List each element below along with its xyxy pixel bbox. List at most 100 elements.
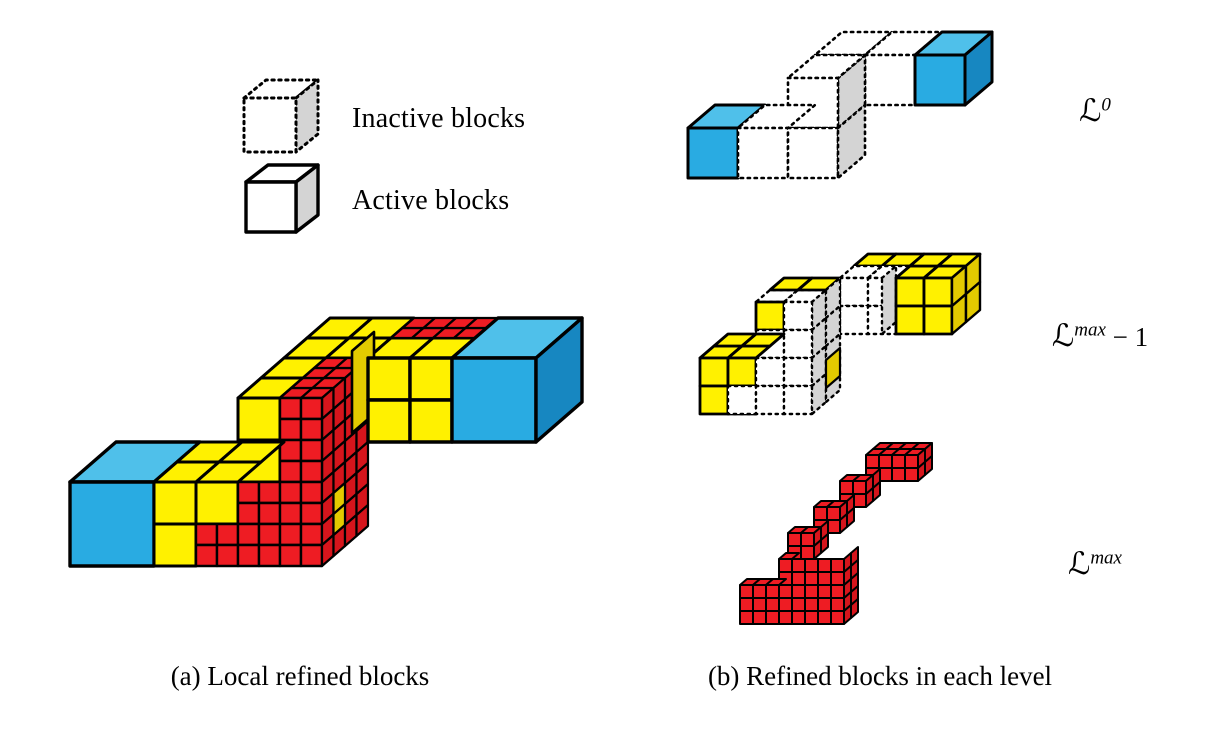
levelmax-1-rest: − 1 (1105, 322, 1149, 352)
figure-b-level0-bottom-front-dotted (736, 126, 840, 180)
figure-a-local-refined-blocks-bottom-front-red-big-cell (257, 543, 282, 568)
figure-b-levelmax-notch-front-cell (752, 597, 767, 612)
figure-b-level0-toparm-side-blue (963, 30, 994, 107)
figure-a-local-refined-blocks-bottom-front-red-big-cell (236, 543, 261, 568)
figure-b-levelmax-slab-front-cell (817, 558, 832, 573)
figure-b-level0-bottom-side-gray-cell (836, 103, 867, 180)
figure-a-local-refined-blocks-bottom-front-red-big-cell (299, 480, 324, 505)
figure-b-levelmax-1-toparm-front-yellow-cell (894, 276, 926, 308)
figure-a-local-refined-blocks-toparm-front-yellow (366, 356, 454, 444)
figure-a-local-refined-blocks-bottom-front-red-big-cell (257, 522, 282, 547)
figure-b-levelmax-step5-side (917, 442, 933, 482)
figure-a-local-refined-blocks-bottom-front-yellow-col (152, 480, 198, 568)
figure-b-levelmax-1-toparm-side-gray-sliver (880, 264, 898, 336)
figure-a-local-refined-blocks-bottom-front-red-small (194, 522, 240, 568)
figure-b-levelmax-slab-front-cell (817, 597, 832, 612)
caption-a: (a) Local refined blocks (170, 661, 430, 691)
figure-b-levelmax-slab-front-cell (791, 597, 806, 612)
figure-a-local-refined-blocks-bottom-front-yellow-one-cell (194, 480, 240, 526)
figure-a-local-refined-blocks-bottom-front-red-big-cell (236, 522, 261, 547)
figure-a-local-refined-blocks-toparm-side-blue-cell (534, 316, 584, 444)
legend-active-label: Active blocks (352, 185, 510, 216)
figure-b-levelmax-step3-side (839, 494, 855, 534)
figure-b-levelmax-1-bottom-front-dotted-cell-cell (726, 384, 758, 416)
figure-b-levelmax-step3-front-cell (813, 506, 828, 521)
figure-b-levelmax-step5-front-cell (878, 454, 893, 469)
figure-a-local-refined-blocks-bottom-front-red-big-cell (236, 480, 261, 505)
figure-b-levelmax-1-toparm-front-yellow-cell (922, 276, 954, 308)
figure-b-levelmax-1-bottom-side-gray-cell (810, 372, 828, 416)
figure-a-local-refined-blocks-tower-front-red-cell (299, 417, 324, 442)
figure-a-local-refined-blocks-bottom-front-yellow-col-cell (152, 480, 198, 526)
figure-b-levelmax-1-tower-front-yellow-cell-cell (754, 300, 786, 332)
figure-a-local-refined-blocks-bottom-front-red-big-cell (299, 501, 324, 526)
figure-b-levelmax-1-bottom-side-yellow-cell (824, 346, 842, 390)
figure-a-local-refined-blocks-bottom-front-red-big-cell (278, 501, 303, 526)
figure-b-levelmax-slab-front-cell (817, 584, 832, 599)
legend-inactive-cube-front (242, 96, 298, 154)
figure-b-levelmax-slab-front-cell (778, 610, 793, 625)
figure-a-local-refined-blocks-tower-front-red-cell (299, 459, 324, 484)
figure-b-levelmax-1-bottom-front-dotted-cell (754, 356, 786, 388)
figure-b-levelmax-step5-front-cell (891, 454, 906, 469)
figure-b-level0-bottom-side-gray (836, 103, 867, 180)
figure-b-levelmax-1-toparm-front-yellow-cell (894, 304, 926, 336)
figure-b-levelmax-slab-front-cell (791, 610, 806, 625)
figure-a-local-refined-blocks-bottom-side-red-cell (355, 503, 370, 538)
figure-b-levelmax-slab-side-cell (850, 598, 859, 619)
figure-b-levelmax-slab-front-cell (804, 558, 819, 573)
figure-a-local-refined-blocks-bottom-front-red-small-cell (215, 543, 240, 568)
figure-b-level0 (686, 30, 994, 180)
figure-a-local-refined-blocks-bottom-front-yellow-col-cell (152, 522, 198, 568)
legend-inactive-cube (242, 78, 320, 154)
legend-active-cube-front-cell (244, 180, 298, 234)
figure-b-levelmax-slab-front-cell (791, 584, 806, 599)
figure-b-level0-bottom-front-dotted-cell (786, 126, 840, 180)
legend-active-cube (244, 163, 320, 234)
figure-a-local-refined-blocks-tower-front-red-cell (299, 396, 324, 421)
legend-inactive-cube-front-cell (242, 96, 298, 154)
figure-b-level0-toparm-side-blue-cell (963, 30, 994, 107)
figure-b-levelmax-step5-front-cell (865, 454, 880, 469)
caption-b: (b) Refined blocks in each level (707, 661, 1053, 691)
figure-b-levelmax-slab-front-cell (791, 571, 806, 586)
levelmax-base: ℒ (1068, 546, 1091, 582)
levelmax-sup: max (1090, 547, 1122, 569)
figure-a-local-refined-blocks-bottom-front-red-small-cell (194, 543, 219, 568)
figure-a-local-refined-blocks-toparm-front-yellow-cell (408, 398, 454, 444)
figure-b-levelmax-step4-side-cell (872, 481, 881, 502)
figure-b-levelmax-1-toparm-top-back-yellow (852, 252, 926, 268)
figure-b-levelmax-1-bottom-front-dotted-cell (754, 384, 786, 416)
figure-a-local-refined-blocks-bottom-front-blue-cell (68, 480, 156, 568)
figure-b-levelmax-slab-front-cell (817, 610, 832, 625)
figure-a-local-refined-blocks-bottom-front-red-big-cell (299, 543, 324, 568)
figure-a-local-refined-blocks-bottom-front-red-big-cell (257, 501, 282, 526)
figure-b-levelmax-slab-front-cell (778, 558, 793, 573)
figure-b-levelmax-1-tower-front-dotted-tr (782, 300, 814, 332)
figure-b-levelmax-slab-front-cell (830, 610, 845, 625)
figure-a-local-refined-blocks-bottom-front-blue (68, 480, 156, 568)
figure-a-local-refined-blocks-bottom-front-red-big-cell (299, 522, 324, 547)
legend-active-cube-front (244, 180, 298, 234)
figure-b-levelmax-notch-front-cell (739, 597, 754, 612)
figure-b-levelmax-1-toparm-front-dotted-cell (838, 304, 870, 336)
figure-b-levelmax-step3-side-cell (846, 507, 855, 528)
figure-a-local-refined-blocks-tower-front-yellow-cell (236, 396, 282, 442)
figure-b-levelmax-step2-front-cell (800, 545, 815, 560)
figure-b-levelmax-slab-front-cell (804, 584, 819, 599)
levelmax-1-label: ℒmax − 1 (1005, 318, 1195, 354)
figure-b-levelmax-1-bottom-front-dotted-cell (782, 384, 814, 416)
figure-b-levelmax-slab-front (778, 558, 845, 625)
figure-b-levelmax-step5-front-cell (904, 467, 919, 482)
figure-b-levelmax-1-toparm-front-yellow (894, 276, 954, 336)
figure-a-local-refined-blocks-tower-front-red-cell (278, 459, 303, 484)
figure-b-levelmax-1-bottom-front-yellow-cell (726, 356, 758, 388)
figure-a-local-refined-blocks-toparm-front-yellow-cell (366, 356, 412, 402)
figure-a-local-refined-blocks-bottom-front-red-small-cell (194, 522, 219, 547)
figure-a-local-refined-blocks-bottom-front-yellow-one (194, 480, 240, 526)
figure-a-local-refined-blocks (68, 316, 584, 568)
figure-b-levelmax-1-toparm-side-gray-sliver-cell (880, 264, 898, 336)
legend-inactive-label: Inactive blocks (352, 103, 526, 134)
figure-b-levelmax-step3-front-cell (826, 506, 841, 521)
